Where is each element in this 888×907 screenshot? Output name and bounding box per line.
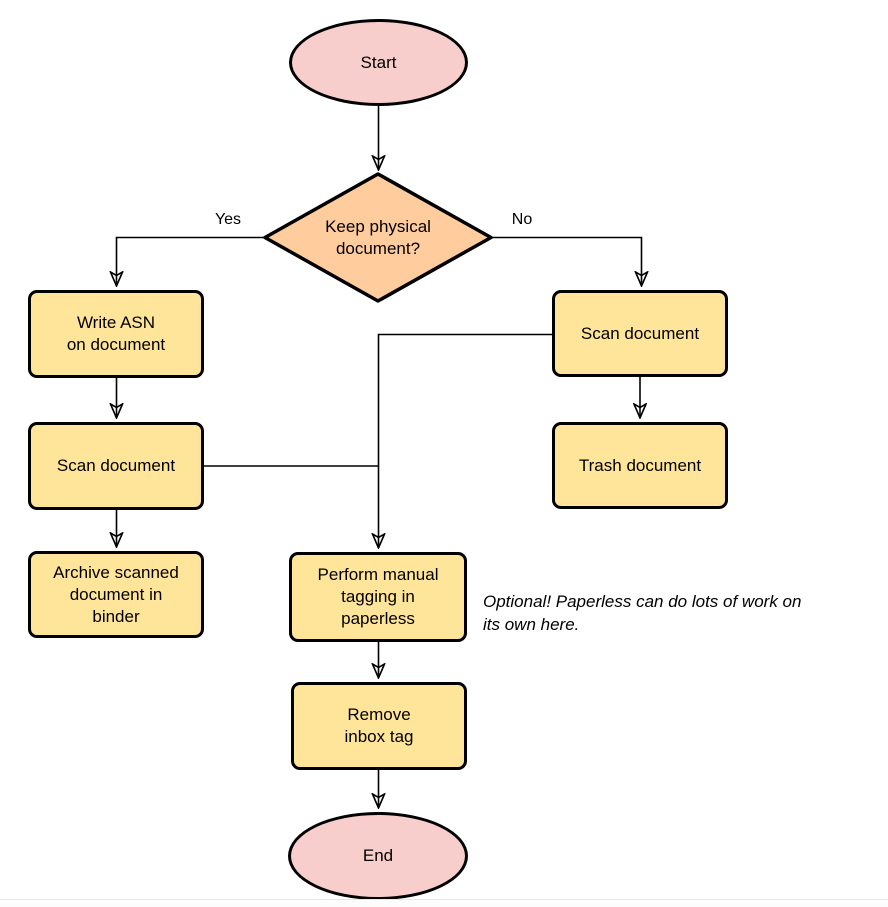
scan-document-left-node: Scan document xyxy=(28,422,204,510)
write-asn-node-label: Write ASN on document xyxy=(66,313,166,354)
start-node-label: Start xyxy=(360,52,397,72)
viewport-bottom-divider xyxy=(0,899,888,907)
remove-inbox-tag-node: Remove inbox tag xyxy=(291,682,467,770)
optional-note: Optional! Paperless can do lots of work … xyxy=(483,592,802,634)
remove-inbox-tag-label: Remove inbox tag xyxy=(344,705,414,746)
scan-document-right-label: Scan document xyxy=(580,323,700,343)
scan-document-left-label: Scan document xyxy=(56,456,176,475)
archive-document-label: Archive scanned document in binder xyxy=(53,562,179,626)
end-node: End xyxy=(288,812,468,900)
archive-document-node: Archive scanned document in binder xyxy=(28,551,204,638)
edge-scanright-to-tagging xyxy=(379,333,552,549)
end-node-label: End xyxy=(362,846,394,865)
manual-tagging-node: Perform manual tagging in paperless xyxy=(289,552,467,642)
decision-diamond-shape xyxy=(263,172,493,303)
edge-decision-yes xyxy=(117,236,265,287)
edge-label-no: No xyxy=(511,211,533,228)
start-node: Start xyxy=(289,19,468,106)
write-asn-node: Write ASN on document xyxy=(28,290,204,378)
decision-node-label: Keep physical document? xyxy=(325,216,431,258)
manual-tagging-label: Perform manual tagging in paperless xyxy=(317,565,439,628)
edge-decision-no xyxy=(491,236,642,287)
trash-document-node: Trash document xyxy=(552,422,728,509)
trash-document-label: Trash document xyxy=(578,455,702,475)
scan-document-right-node: Scan document xyxy=(552,290,728,377)
edge-label-yes: Yes xyxy=(214,211,242,228)
